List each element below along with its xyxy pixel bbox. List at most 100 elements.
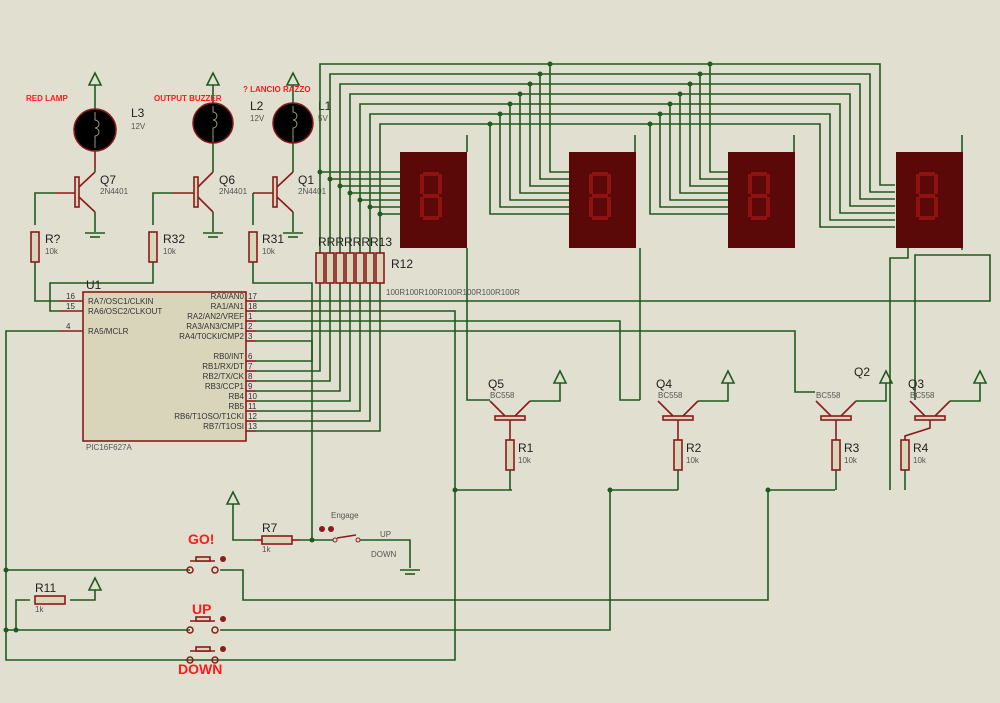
pin-name: RA6/OSC2/CLKOUT	[88, 307, 162, 316]
push-buttons	[186, 556, 226, 664]
power-terminal-icon	[87, 576, 103, 591]
resistor-value: 10k	[45, 247, 59, 256]
resistor-value: 1k	[262, 545, 271, 554]
engage-switch[interactable]: Engage UP DOWN R7 1k	[225, 490, 420, 575]
resistor-ref: R32	[163, 232, 185, 246]
display-segment	[916, 197, 920, 217]
resistor-icon	[30, 231, 40, 263]
resistor-array[interactable]: RRRRRRR13 R12 100R100R100R100R100R100R10…	[315, 235, 520, 297]
seven-segment-display	[400, 152, 467, 248]
pin-number: 6	[248, 352, 253, 361]
display-segment	[916, 174, 920, 194]
pin-number: 13	[248, 422, 257, 431]
transistor-ref: Q2	[854, 365, 870, 379]
power-terminal-icon	[205, 71, 221, 86]
resistor-value: 10k	[262, 247, 276, 256]
push-button-up[interactable]	[186, 616, 226, 634]
chip-part: PIC16F627A	[86, 443, 132, 452]
display-segment	[420, 174, 424, 194]
pin-number: 7	[248, 362, 253, 371]
resistor-value: 10k	[686, 456, 700, 465]
pin-number: 18	[248, 302, 257, 311]
resistor-ref: R31	[262, 232, 284, 246]
pin-number: 12	[248, 412, 257, 421]
display-segment	[423, 194, 439, 198]
pin-name: RB6/T1OSO/T1CKI	[174, 412, 244, 421]
button-label-down: DOWN	[178, 661, 222, 677]
transistor-value: 2N4401	[219, 187, 248, 196]
pin-name: RB3/CCP1	[205, 382, 245, 391]
power-terminal-icon	[972, 369, 988, 384]
pin-name: RB1/RX/DT	[202, 362, 244, 371]
display-segment	[589, 197, 593, 217]
transistor-ref: Q6	[219, 173, 235, 187]
power-terminal-icon	[720, 369, 736, 384]
lamp-caption: OUTPUT BUZZER	[154, 94, 222, 103]
resistor-icon	[505, 439, 515, 471]
resistor-ref: R7	[262, 521, 278, 535]
button-label-go: GO!	[188, 531, 214, 547]
lamp-driver-l1[interactable]: ? LANCIO RAZZO L1 5V Q1 2N4401 R31 10k	[243, 71, 332, 362]
display-segment	[919, 216, 935, 220]
display-segment	[919, 172, 935, 176]
pin-name: RA5/MCLR	[88, 327, 129, 336]
lamp-ref: L3	[131, 106, 145, 120]
segment-bus	[256, 61, 991, 540]
display-segment	[607, 174, 611, 194]
resistor-ref: R?	[45, 232, 61, 246]
npn-transistor-icon	[74, 176, 80, 208]
power-terminal-icon	[87, 71, 103, 86]
resistor-icon	[34, 595, 66, 605]
resistor-ref: R11	[35, 581, 56, 595]
resistor-array-values: 100R100R100R100R100R100R100R	[386, 288, 520, 297]
npn-transistor-icon	[193, 176, 199, 208]
transistor-ref: Q4	[656, 377, 672, 391]
lamp-driver-l3[interactable]: RED LAMP L3 12V Q7 2N4401 R? 10k	[26, 71, 146, 302]
power-terminal-icon	[285, 71, 301, 86]
display-segment	[751, 216, 767, 220]
transistor-ref: Q7	[100, 173, 116, 187]
pin-name: RB7/T1OSI	[203, 422, 244, 431]
resistor-value: 10k	[913, 456, 927, 465]
display-segment	[607, 197, 611, 217]
display-segment	[748, 197, 752, 217]
resistor-icon	[900, 439, 910, 471]
input-wiring: R11 1k	[3, 330, 835, 661]
display-segment	[748, 174, 752, 194]
power-terminal-icon	[552, 369, 568, 384]
display-segment	[438, 174, 442, 194]
push-button-go[interactable]	[186, 556, 226, 574]
pin-name: RA1/AN1	[211, 302, 245, 311]
pin-number: 16	[66, 292, 75, 301]
resistor-array-refs: RRRRRRR13	[318, 235, 392, 249]
display-segment	[438, 197, 442, 217]
display-segment	[423, 216, 439, 220]
push-button-down[interactable]	[186, 646, 226, 664]
chip-ref: U1	[86, 278, 102, 292]
pin-name: RB2/TX/CK	[203, 372, 245, 381]
pnp-transistor-icon	[914, 415, 946, 421]
pin-number: 10	[248, 392, 257, 401]
pin-number: 17	[248, 292, 257, 301]
resistor-array-ref: R12	[391, 257, 413, 271]
resistor-icon	[673, 439, 683, 471]
resistor-icon	[248, 231, 258, 263]
seven-segment-display	[896, 152, 963, 248]
pin-name: RA3/AN3/CMP1	[186, 322, 244, 331]
pin-number: 11	[248, 402, 257, 411]
display-segment	[592, 172, 608, 176]
resistor-value: 1k	[35, 605, 44, 614]
pin-name: RA7/OSC1/CLKIN	[88, 297, 154, 306]
lamp-driver-l2[interactable]: OUTPUT BUZZER L2 12V Q6 2N4401 R32 10k	[49, 71, 265, 312]
display-segment	[592, 216, 608, 220]
pin-number: 2	[248, 322, 253, 331]
resistor-icon	[261, 535, 293, 545]
